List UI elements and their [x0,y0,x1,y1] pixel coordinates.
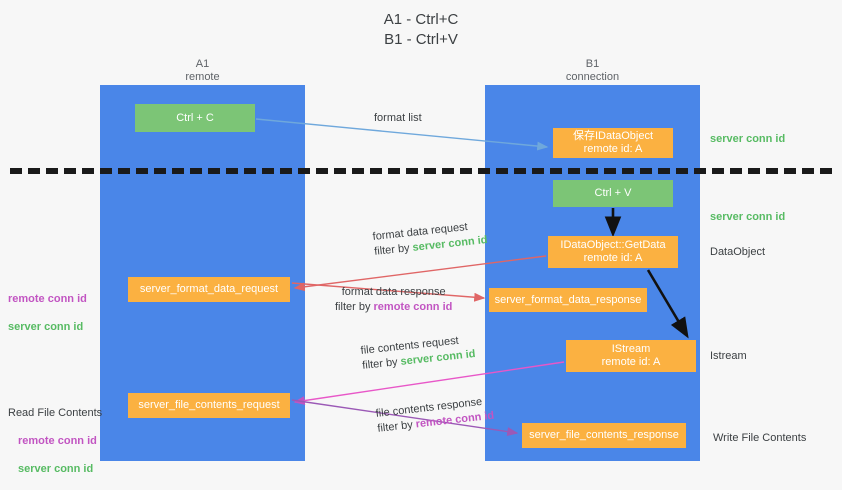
dashed-divider [10,168,832,174]
flow-label-format-list: format list [374,111,422,126]
flow-label-format-data-request: format data request filter by server con… [372,218,488,260]
box-istream[interactable]: IStream remote id: A [566,340,696,372]
lane-header-a1: A1 remote [185,58,220,83]
flow-label-fdresp-line2: filter by remote conn id [335,300,452,315]
fcresp-filter-prefix: filter by [376,418,417,435]
annotation-read-file-contents: Read File Contents remote conn id server… [8,392,118,490]
annotation-left-server-conn-id: server conn id [8,321,84,333]
fcreq-filter-prefix: filter by [361,355,402,372]
box-server-file-contents-response[interactable]: server_file_contents_response [522,423,686,448]
lane-header-b1: B1 connection [565,58,620,83]
flow-label-file-contents-response: file contents response filter by remote … [375,394,495,437]
annotation-read-remote-conn-id: remote conn id [18,435,97,447]
fdresp-filter-token: remote conn id [373,301,453,313]
annotation-left-remote-conn-id: remote conn id [8,293,87,305]
fdreq-filter-prefix: filter by [373,241,414,258]
flow-label-format-data-response: format data response filter by remote co… [335,285,452,315]
annotation-read-file-heading: Read File Contents [8,407,103,419]
box-ctrl-v[interactable]: Ctrl + V [553,180,673,207]
box-server-format-data-response[interactable]: server_format_data_response [489,288,647,312]
annotation-right-server-conn-id-top: server conn id [710,133,786,145]
annotation-istream: Istream [710,350,747,362]
fdresp-filter-prefix: filter by [335,301,374,313]
annotation-read-server-conn-id: server conn id [18,463,94,475]
flow-label-format-list-text: format list [374,112,422,124]
box-server-format-data-request[interactable]: server_format_data_request [128,277,290,302]
box-server-file-contents-request[interactable]: server_file_contents_request [128,393,290,418]
page-title: A1 - Ctrl+C B1 - Ctrl+V [383,11,459,48]
box-save-idataobject[interactable]: 保存IDataObject remote id: A [553,128,673,158]
flow-label-fdresp-line1: format data response [341,286,446,298]
annotation-right-server-conn-id-mid: server conn id [710,211,786,223]
box-ctrl-c[interactable]: Ctrl + C [135,104,255,132]
annotation-dataobject: DataObject [710,246,766,258]
flow-label-file-contents-request: file contents request filter by server c… [360,332,476,374]
annotation-write-file-contents: Write File Contents [713,432,807,444]
annotation-left-conn-ids: remote conn id server conn id [8,278,100,348]
box-idataobject-getdata[interactable]: IDataObject::GetData remote id: A [548,236,678,268]
